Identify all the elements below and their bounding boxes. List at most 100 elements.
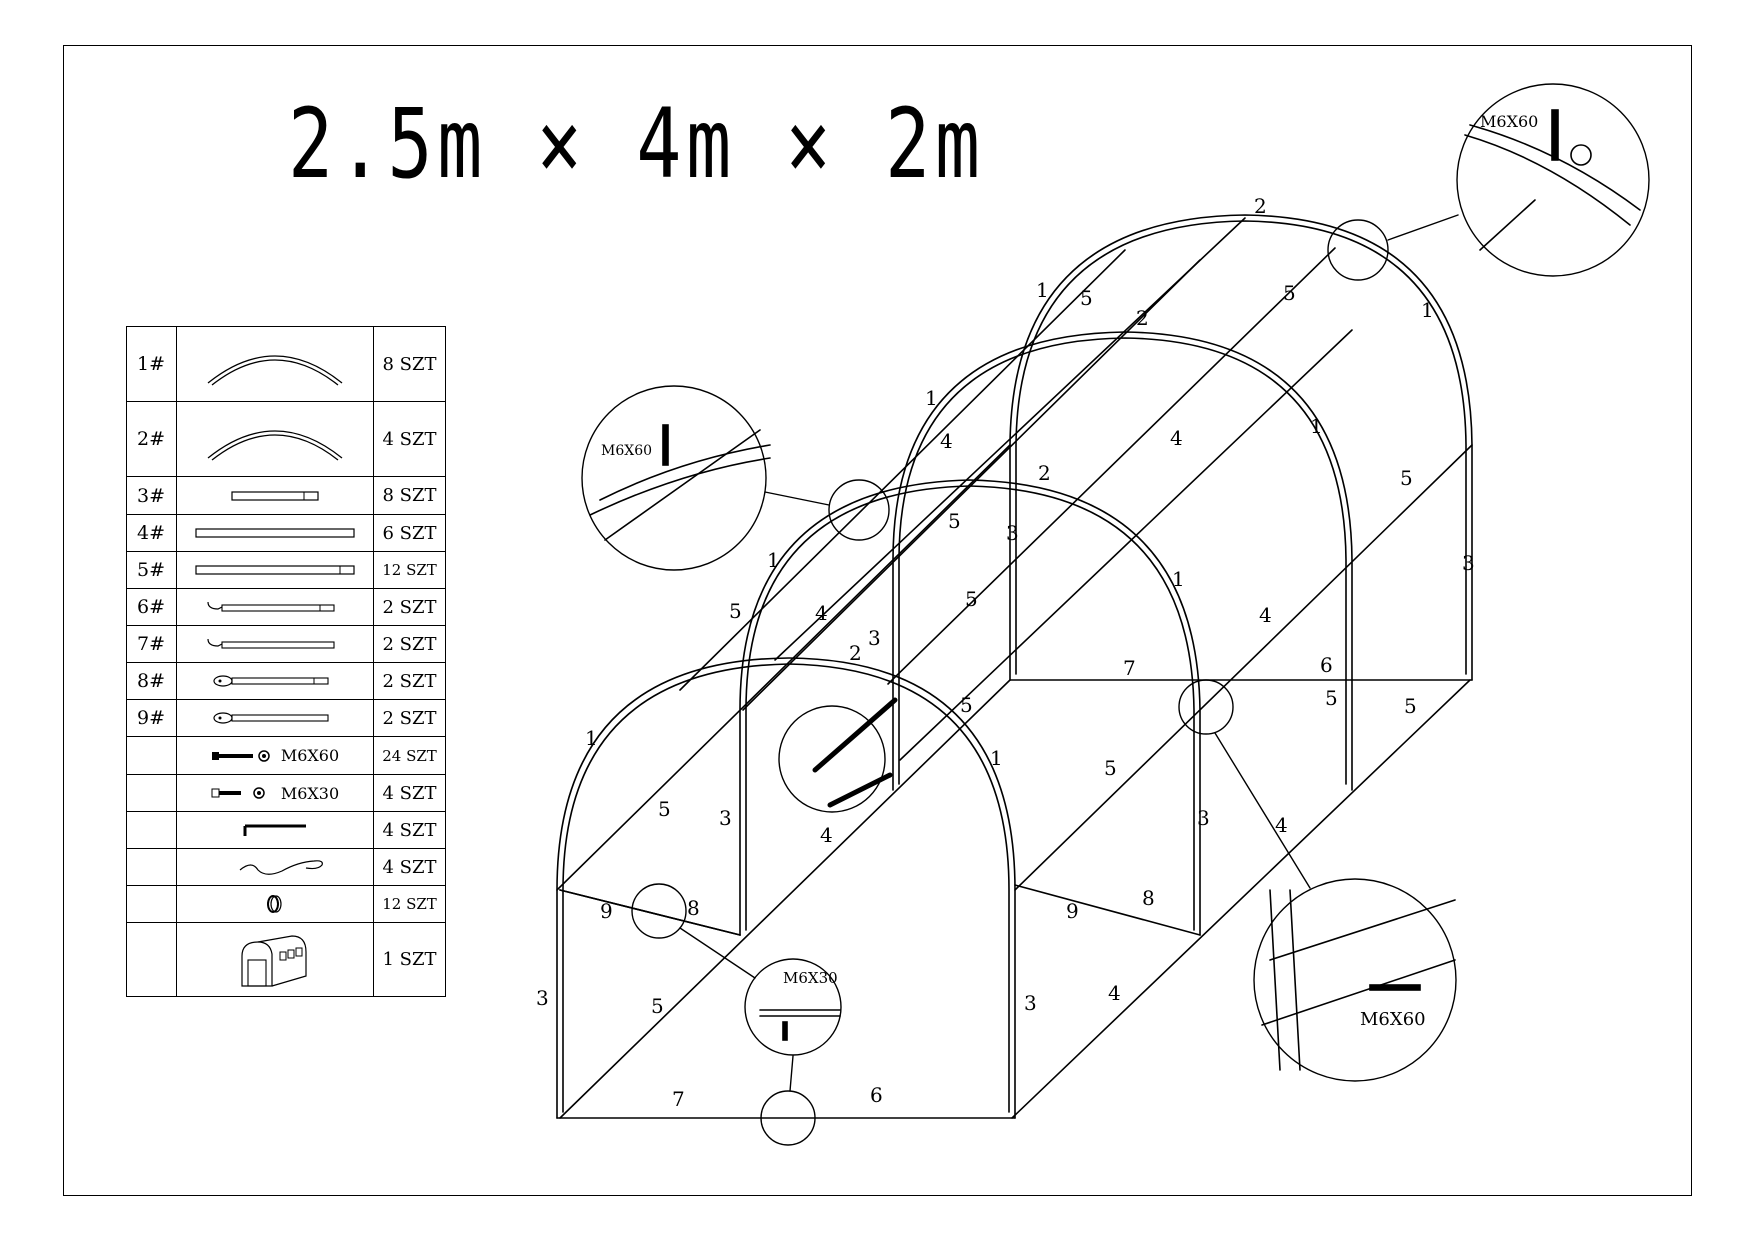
part-number xyxy=(126,848,177,886)
part-quantity: 4 SZT xyxy=(373,848,446,886)
detail-contents xyxy=(589,109,1641,1071)
part-label: 1 xyxy=(1036,278,1049,302)
part-label: 5 xyxy=(658,797,671,821)
part-label: 8 xyxy=(687,896,700,920)
part-label: 5 xyxy=(1325,686,1338,710)
part-label: 4 xyxy=(1108,981,1121,1005)
parts-list: 1# 8 SZT 2# 4 SZT 3# 8 SZT 4# 6 SZT 5# 1… xyxy=(126,326,446,997)
part-row: 8# 2 SZT xyxy=(126,662,446,700)
part-quantity: 2 SZT xyxy=(373,699,446,737)
part-label: 2 xyxy=(849,641,862,665)
part-number xyxy=(126,811,177,849)
part-label: 5 xyxy=(651,994,664,1018)
part-label: 5 xyxy=(948,509,961,533)
part-quantity: 6 SZT xyxy=(373,514,446,552)
detail-callouts xyxy=(581,83,1650,1146)
part-label: 3 xyxy=(1024,991,1037,1015)
part-label: 3 xyxy=(719,806,732,830)
bolt-size-label: M6X60 xyxy=(1480,112,1538,131)
part-label: 1 xyxy=(585,726,598,750)
frame-tubes xyxy=(556,214,1473,1119)
part-number: 6# xyxy=(126,588,177,626)
part-row: 3# 8 SZT xyxy=(126,476,446,515)
part-label: 2 xyxy=(1136,306,1149,330)
part-number: 3# xyxy=(126,476,177,515)
part-row: 2# 4 SZT xyxy=(126,401,446,477)
drawing-frame xyxy=(63,45,1692,1196)
dimensions-title: 2.5m × 4m × 2m xyxy=(288,88,985,200)
ground-peg-icon xyxy=(176,811,374,849)
part-quantity: 12 SZT xyxy=(373,551,446,589)
part-quantity: 1 SZT xyxy=(373,922,446,997)
part-number: 8# xyxy=(126,662,177,700)
part-label: 4 xyxy=(940,429,953,453)
part-quantity: 4 SZT xyxy=(373,774,446,812)
part-number: 5# xyxy=(126,551,177,589)
part-quantity: 2 SZT xyxy=(373,588,446,626)
part-number-labels: 1 1 2 3 3 7 6 9 8 9 8 7 6 5 4 5 4 5 4 5 … xyxy=(536,194,1475,1111)
part-label: 7 xyxy=(1123,656,1136,680)
part-row: 1 SZT xyxy=(126,922,446,997)
bolt-nut-icon: M6X60 xyxy=(176,736,374,775)
flattened-tube-icon xyxy=(176,699,374,737)
part-label: 1 xyxy=(767,548,780,572)
part-label: 5 xyxy=(1283,281,1296,305)
part-label: 1 xyxy=(1172,567,1185,591)
part-label: 3 xyxy=(868,626,881,650)
bolt-nut-icon: M6X30 xyxy=(176,774,374,812)
part-label: 1 xyxy=(1310,414,1323,438)
part-row: 9# 2 SZT xyxy=(126,699,446,737)
part-number xyxy=(126,922,177,997)
bolt-size-label: M6X60 xyxy=(1360,1009,1426,1030)
part-number: 9# xyxy=(126,699,177,737)
part-label: 5 xyxy=(965,587,978,611)
part-label: 3 xyxy=(1462,551,1475,575)
part-quantity: 8 SZT xyxy=(373,476,446,515)
part-row: 4# 6 SZT xyxy=(126,514,446,552)
part-label: 3 xyxy=(1197,806,1210,830)
part-label: 3 xyxy=(1006,521,1019,545)
part-label: 5 xyxy=(960,693,973,717)
part-row: 12 SZT xyxy=(126,885,446,923)
part-label: 4 xyxy=(1170,426,1183,450)
bolt-size-label: M6X60 xyxy=(280,746,340,765)
detail-bolt-labels: M6X60 M6X60 M6X30 M6X60 xyxy=(601,112,1538,1030)
part-label: 2 xyxy=(1038,461,1051,485)
part-label: 7 xyxy=(672,1087,685,1111)
rope-icon xyxy=(176,848,374,886)
arch-icon xyxy=(176,401,374,477)
part-label: 4 xyxy=(1259,603,1272,627)
part-label: 5 xyxy=(1080,286,1093,310)
part-label: 1 xyxy=(925,386,938,410)
part-label: 5 xyxy=(1404,694,1417,718)
clip-icon xyxy=(176,885,374,923)
bolt-size-label: M6X30 xyxy=(783,969,838,987)
part-label: 1 xyxy=(1421,298,1434,322)
greenhouse-cover-icon xyxy=(176,922,374,997)
part-row: 4 SZT xyxy=(126,811,446,849)
part-label: 6 xyxy=(870,1083,883,1107)
part-quantity: 4 SZT xyxy=(373,811,446,849)
part-label: 2 xyxy=(1254,194,1267,218)
part-label: 3 xyxy=(536,986,549,1010)
part-label: 4 xyxy=(1275,813,1288,837)
part-quantity: 4 SZT xyxy=(373,401,446,477)
part-label: 5 xyxy=(729,599,742,623)
part-label: 8 xyxy=(1142,886,1155,910)
part-label: 5 xyxy=(1104,756,1117,780)
part-quantity: 2 SZT xyxy=(373,662,446,700)
part-label: 4 xyxy=(815,601,828,625)
part-label: 4 xyxy=(820,823,833,847)
part-label: 6 xyxy=(1320,653,1333,677)
part-label: 9 xyxy=(1066,899,1079,923)
part-label: 9 xyxy=(600,899,613,923)
bolt-size-label: M6X30 xyxy=(280,783,340,803)
part-label: 1 xyxy=(990,746,1003,770)
part-quantity: 12 SZT xyxy=(373,885,446,923)
part-number: 2# xyxy=(126,401,177,477)
part-number: 7# xyxy=(126,625,177,663)
part-quantity: 24 SZT xyxy=(373,736,446,775)
bolt-size-label: M6X60 xyxy=(601,443,652,459)
part-label: 5 xyxy=(1400,466,1413,490)
